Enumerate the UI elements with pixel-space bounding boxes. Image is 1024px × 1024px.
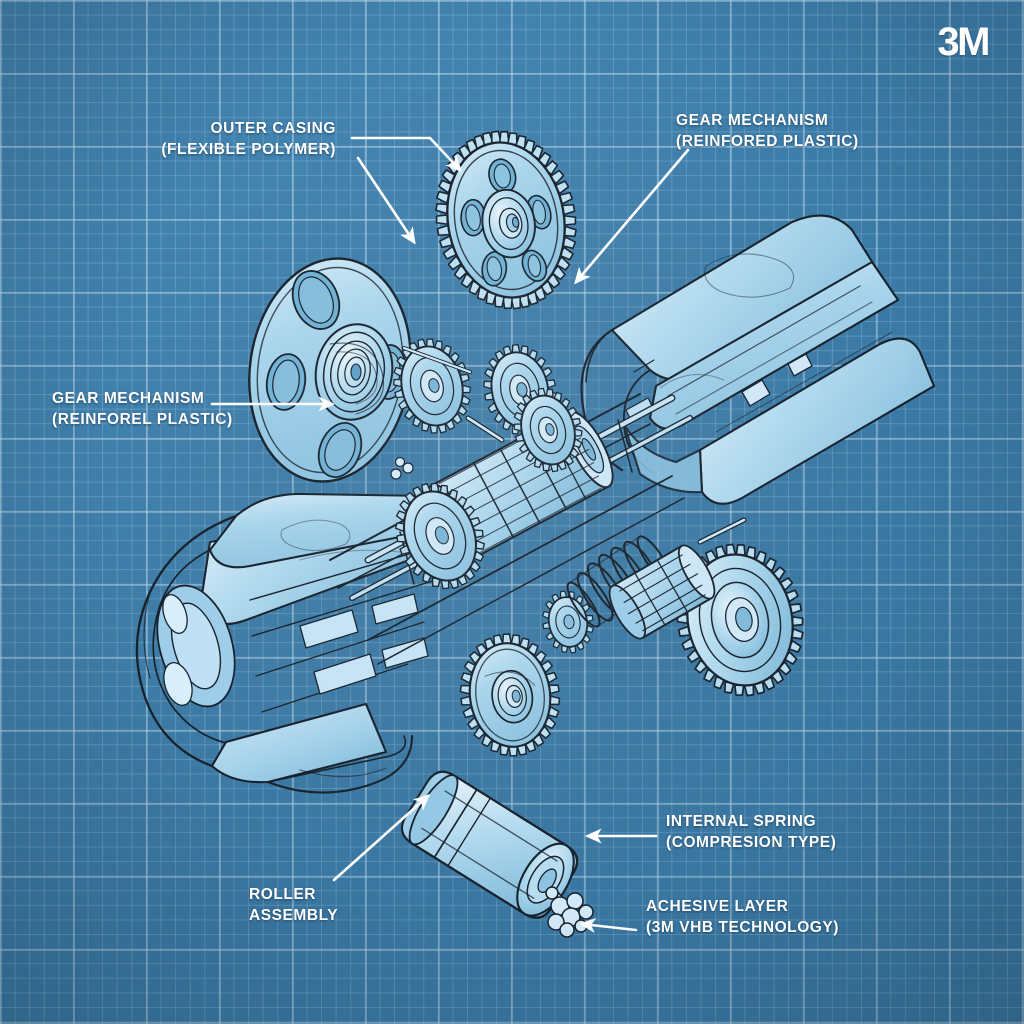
callout-adhesive-layer: ACHESIVE LAYER (3M VHB TECHNOLOGY) (646, 896, 839, 939)
part-outer-casing-lower-left (135, 492, 438, 794)
part-large-spur-gear-top (435, 130, 577, 310)
callout-leader-lines (210, 136, 690, 934)
callout-outer-casing: OUTER CASING (FLEXIBLE POLYMER) (161, 118, 336, 161)
callout-gear-mechanism-top-line1: GEAR MECHANISM (676, 112, 829, 129)
callout-gear-mechanism-top: GEAR MECHANISM (REINFORED PLASTIC) (676, 110, 859, 153)
callout-internal-spring-line1: INTERNAL SPRING (666, 813, 817, 830)
callout-roller-assembly-line2: ASSEMBLY (249, 907, 339, 925)
callout-gear-mechanism-left-line2: (REINFOREL PLASTIC) (52, 411, 233, 429)
part-small-spur-gear-bottom (459, 633, 561, 757)
callout-gear-mechanism-left-line1: GEAR MECHANISM (52, 390, 205, 407)
callout-internal-spring: INTERNAL SPRING (COMPRESION TYPE) (666, 811, 836, 854)
brand-logo-3m: 3M (937, 20, 990, 64)
callout-gear-mechanism-left: GEAR MECHANISM (REINFOREL PLASTIC) (52, 388, 233, 431)
callout-internal-spring-line2: (COMPRESION TYPE) (666, 834, 837, 852)
callout-outer-casing-line1: OUTER CASING (210, 120, 336, 137)
callout-roller-assembly: ROLLER ASSEMBLY (249, 884, 338, 927)
part-roller-assembly (400, 770, 594, 938)
callout-gear-mechanism-top-line2: (REINFORED PLASTIC) (676, 133, 859, 151)
leader-adhesive-layer (578, 917, 638, 934)
part-central-drive-assembly (329, 338, 693, 665)
callout-adhesive-layer-line2: (3M VHB TECHNOLOGY) (646, 919, 840, 937)
part-adhesive-bead-cluster (545, 886, 594, 938)
leader-outer-casing-b (356, 156, 416, 245)
leader-gear-mechanism-top (574, 148, 690, 285)
callout-outer-casing-line2: (FLEXIBLE POLYMER) (161, 141, 336, 159)
leader-roller-assembly (332, 793, 431, 882)
part-right-gear-hub (608, 517, 804, 697)
leader-outer-casing-a (350, 136, 463, 173)
part-outer-casing-upper-right (580, 214, 936, 505)
callout-adhesive-layer-line1: ACHESIVE LAYER (646, 898, 789, 915)
callout-roller-assembly-line1: ROLLER (249, 886, 317, 903)
